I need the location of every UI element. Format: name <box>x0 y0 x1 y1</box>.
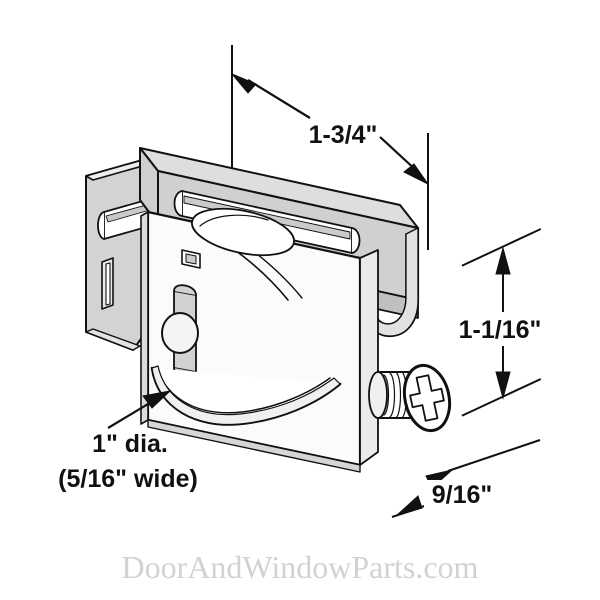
watermark: DoorAndWindowParts.com <box>122 549 479 585</box>
callout-line-1: 1" dia. <box>92 430 168 458</box>
callout-wheel-diameter: 1" dia. (5/16" wide) <box>58 390 198 493</box>
left-plate-rect-hole-inner <box>105 262 111 306</box>
thread-2 <box>389 372 396 418</box>
depth-arrowhead-lower <box>395 495 423 517</box>
dimension-label-depth: 9/16" <box>432 481 493 509</box>
arrowhead-right <box>403 163 429 185</box>
label-backdrop-height <box>452 312 548 346</box>
thread-3 <box>395 371 402 419</box>
thread-1 <box>383 374 390 416</box>
roller-wheel <box>150 365 342 426</box>
arrowhead-bottom <box>495 371 511 400</box>
screw-shaft-end <box>368 371 388 419</box>
arrowhead-top <box>495 246 511 275</box>
housing-right-side-face <box>359 249 379 466</box>
rail-slot-right-cap <box>351 227 361 254</box>
phillips-cross-icon <box>409 374 445 422</box>
roller-assembly-part <box>85 147 452 473</box>
dimension-height: 1-1/16" <box>452 228 548 417</box>
axle-hub <box>161 312 199 354</box>
dimension-depth: 9/16" <box>391 439 541 518</box>
roller-wheel-inner-arc <box>157 371 331 414</box>
callout-arrowhead <box>142 390 172 409</box>
dimension-length: 1-3/4" <box>231 45 429 250</box>
phillips-screw <box>368 363 452 433</box>
leader-left <box>247 79 311 119</box>
rail-slot-left-cap <box>173 190 183 217</box>
housing-bottom-edge <box>147 419 361 473</box>
web-ellipse-shade <box>199 214 269 227</box>
dimension-label-height: 1-1/16" <box>459 316 542 344</box>
ext-line-top <box>461 228 542 267</box>
axle-slot-top-cap <box>173 284 197 296</box>
callout-line-2: (5/16" wide) <box>58 465 198 493</box>
ext-line-bottom <box>461 378 542 417</box>
screw-head <box>402 363 452 433</box>
cross-vertical <box>409 374 445 422</box>
left-plate-slot-round-end <box>97 211 105 240</box>
dimension-label-length: 1-3/4" <box>309 121 378 149</box>
housing-left-edge <box>140 211 149 425</box>
label-backdrop-depth <box>424 480 502 510</box>
internal-web-lines <box>191 207 303 301</box>
web-ellipse <box>191 207 295 257</box>
depth-ext-upper <box>447 439 541 472</box>
arrowhead-left <box>231 73 257 94</box>
housing-rect-hole-inner <box>185 253 197 265</box>
left-plate-bottom-edge <box>85 328 141 351</box>
roller-wheel-rim-face <box>151 365 341 426</box>
